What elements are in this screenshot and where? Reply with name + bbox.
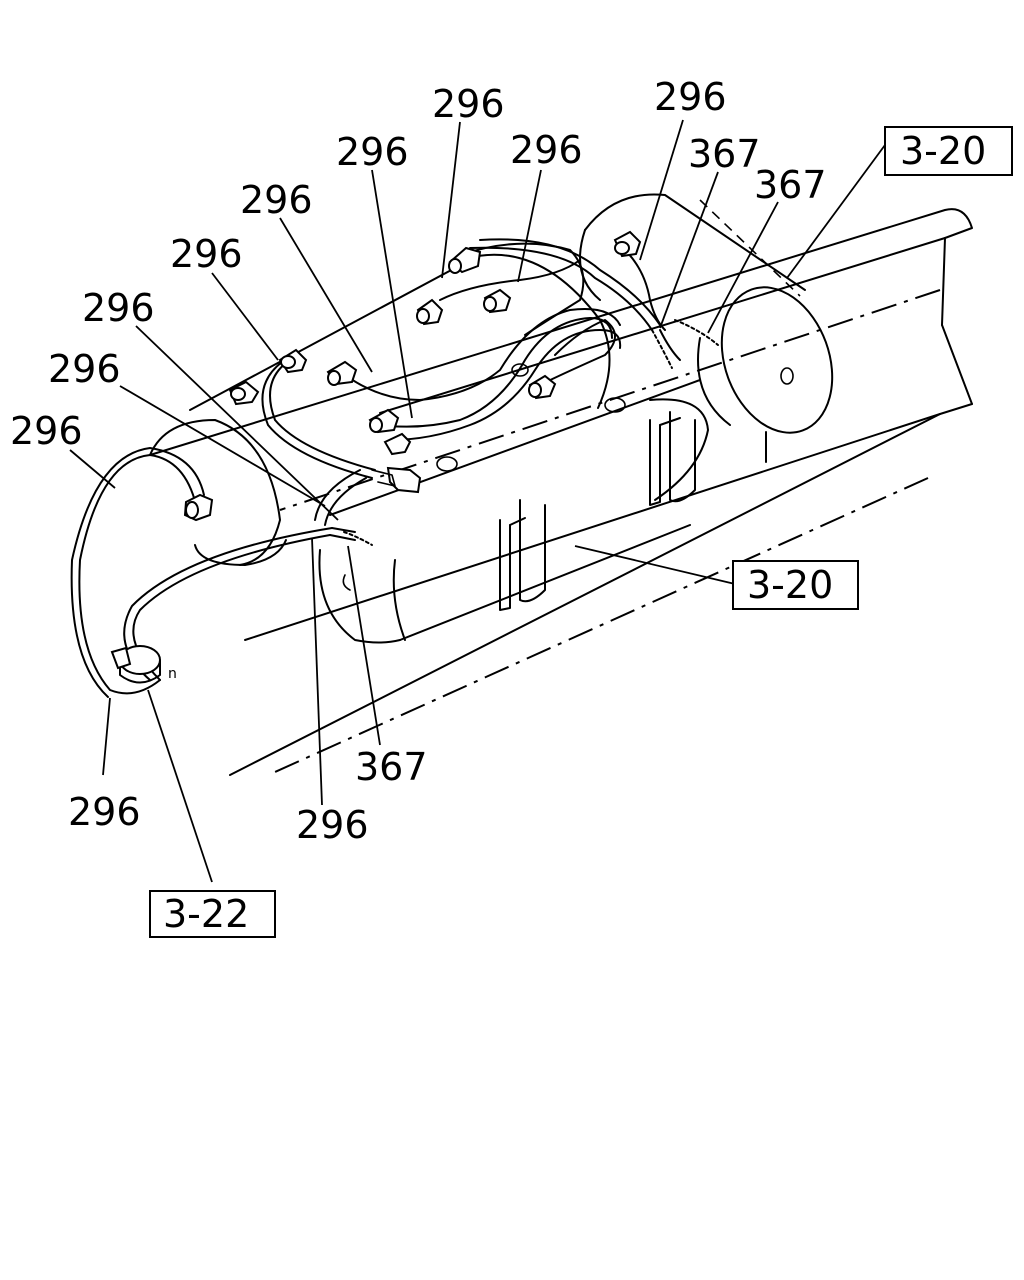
elbow-fitting [278,348,308,374]
reference-3-20: 3-20 [900,129,986,173]
callout-296: 296 [48,347,121,391]
leader-lines [69,119,886,883]
elbow-fitting [483,288,512,314]
callout-labels: 296 296 296 296 367 367 296 296 296 296 … [10,75,827,847]
callout-296: 296 [170,232,243,276]
elbow-fitting [368,408,400,434]
callout-296: 296 [336,130,409,174]
rear-air-tank [579,193,834,463]
callout-296: 296 [510,128,583,172]
callout-296: 296 [10,409,83,453]
callout-296: 296 [68,790,141,834]
tank-strap-front [499,499,546,611]
reference-3-20: 3-20 [747,563,833,607]
callout-367: 367 [688,132,761,176]
callout-296: 296 [240,178,313,222]
callout-296: 296 [82,286,155,330]
reference-box: 3-20 [732,560,859,610]
reference-3-22: 3-22 [163,892,249,936]
elbow-fitting [383,432,412,456]
pipe-fittings: n [110,230,642,684]
drain-valve: n [110,645,177,684]
elbow-fitting [228,380,260,406]
elbow-fitting [613,230,642,258]
middle-air-tank [189,253,709,516]
callout-367: 367 [754,163,827,207]
elbow-fitting [326,360,358,386]
tank-strap-rear [649,411,696,506]
callout-296: 296 [296,803,369,847]
front-air-tank [149,419,691,644]
callout-296: 296 [654,75,727,119]
elbow-fitting [416,298,444,326]
reference-box: 3-20 [884,126,1013,176]
bulkhead-connector [371,466,422,494]
callout-367: 367 [355,745,428,789]
elbow-fitting [448,246,482,274]
callout-296: 296 [432,82,505,126]
elbow-fitting [183,493,214,522]
hose-assemblies [343,319,719,546]
reference-box: 3-22 [149,890,276,938]
svg-text:n: n [168,666,177,682]
air-pipes [70,238,681,698]
frame-rail [149,208,973,776]
elbow-fitting [528,374,557,400]
